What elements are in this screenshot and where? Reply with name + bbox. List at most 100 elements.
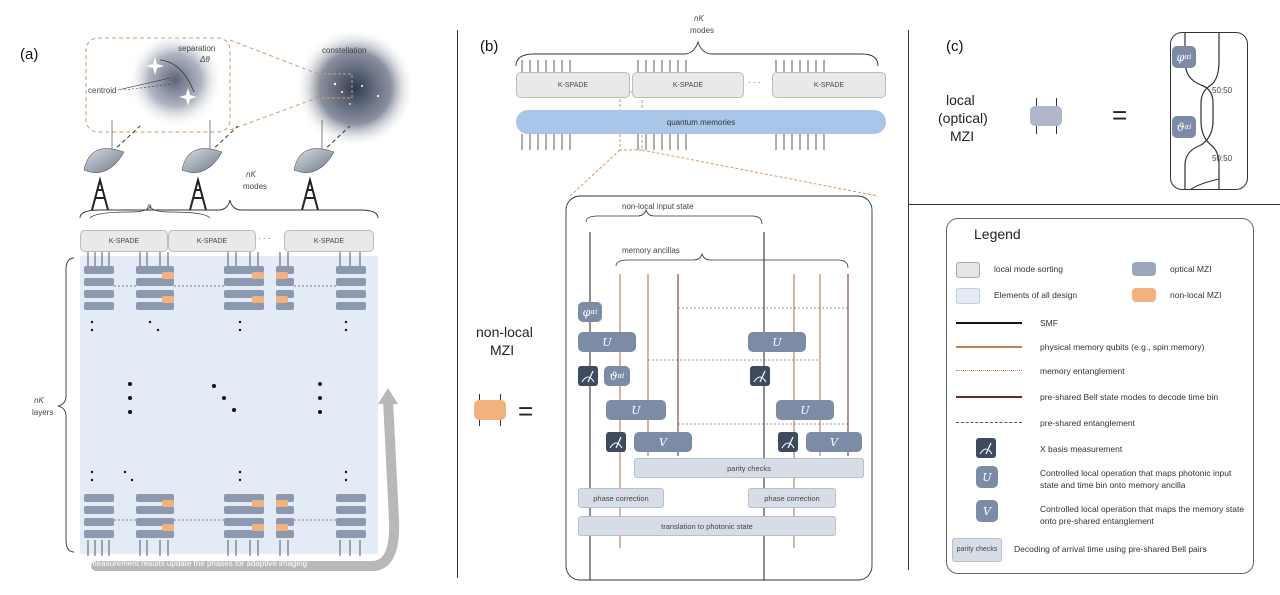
legend-line-physical-memory [956,346,1022,348]
legend-line-preshared-bell [956,396,1022,398]
local-label-1: local [946,92,975,108]
legend-line-smf [956,322,1022,324]
legend-u-desc-2: state and time bin onto memory ancilla [1040,480,1186,490]
c-equals: = [1112,100,1128,130]
legend-parity-desc: Decoding of arrival time using pre-share… [1014,544,1207,554]
legend-u-desc-1: Controlled local operation that maps pho… [1040,468,1232,478]
layers-label: layers [32,408,54,417]
b-modes-nk-label: nK [694,14,704,23]
legend-local-mode-text: local mode sorting [994,264,1063,274]
b-kspade-box: K-SPADE [516,72,630,98]
legend-swatch-elements [956,288,980,304]
phase-correction-bar: phase correction [748,488,836,508]
c-phi-symbol: φ [1176,50,1185,64]
divider-c-legend [908,204,1280,205]
kspade-box: K-SPADE [80,230,168,252]
u-operation: U [748,332,806,352]
splitter-label: 50:50 [1212,86,1233,95]
separation-label: separation [178,44,216,53]
theta-sub: αi [617,372,625,380]
panel-c-label: (c) [946,38,964,55]
input-state-label: non-local input state [622,202,694,211]
quantum-memories-bar: quantum memories [516,110,886,134]
phi-symbol: φ [582,305,591,319]
b-equals: = [518,396,534,426]
modes-label: modes [243,182,268,191]
legend-v-symbol: V [976,500,998,522]
phase-correction-bar: phase correction [578,488,664,508]
local-label-2: (optical) [938,110,988,126]
divider-b-c [908,30,909,570]
legend-line-preshared-entanglement [956,422,1022,423]
nonlocal-mzi-symbol [474,394,506,426]
legend-v-desc-1: Controlled local operation that maps the… [1040,504,1245,514]
legend-swatch-nonlocal-mzi [1132,288,1156,302]
parity-checks-bar: parity checks [634,458,864,478]
divider-a-b [457,30,458,578]
u-operation: U [578,332,636,352]
u-operation: U [776,400,834,420]
centroid-label: centroid [88,86,117,95]
nonlocal-mzi-label-1: non-local [476,324,533,340]
legend-x-basis-text: X basis measurement [1040,444,1123,454]
theta-symbol: ϑ [609,369,618,383]
legend-line-memory-entanglement [956,370,1022,371]
b-kspade-box: K-SPADE [632,72,744,98]
layers-nk-label: nK [34,396,44,405]
panel-b-label: (b) [480,38,499,55]
n-label: n [147,202,152,211]
quantum-memories-label: quantum memories [666,117,736,127]
kspade-box: K-SPADE [168,230,256,252]
legend-swatch-optical-mzi [1132,262,1156,276]
mzi-waveguides [1184,33,1220,190]
kspade-box: K-SPADE [284,230,374,252]
x-measurement-icon [606,432,626,452]
v-operation: V [634,432,692,452]
separation-symbol: Δθ [200,55,210,64]
modes-nk-label: nK [246,170,256,179]
phi-sub: αi [590,308,598,316]
local-label-3: MZI [950,128,975,144]
legend-title: Legend [974,226,1021,242]
legend-parity-box: parity checks [952,538,1002,562]
x-measurement-icon [778,432,798,452]
c-theta-symbol: ϑ [1176,120,1185,134]
b-modes-label: modes [690,26,715,35]
local-mzi-symbol [1030,98,1062,134]
c-phi-sub: αi [1184,53,1192,61]
legend-swatch-local-mode [956,262,980,278]
legend-nonlocal-mzi-text: non-local MZI [1170,290,1222,300]
b-kspade-ellipsis: · · · [748,78,761,87]
mzi-detail-frame [1170,32,1248,190]
legend-memory-entanglement-text: memory entanglement [1040,366,1125,376]
constellation-label: constellation [322,46,367,55]
translation-bar: translation to photonic state [578,516,836,536]
legend-elements-text: Elements of all design [994,290,1078,300]
c-theta-sub: αi [1184,123,1192,131]
legend-box [946,218,1254,574]
u-operation: U [606,400,666,420]
legend-u-symbol: U [976,466,998,488]
legend-smf-text: SMF [1040,318,1058,328]
legend-preshared-entanglement-text: pre-shared entanglement [1040,418,1135,428]
legend-physical-memory-text: physical memory qubits (e.g., spin memor… [1040,342,1205,352]
legend-x-measurement-icon [976,438,996,458]
panel-a-graphic [57,28,415,571]
feedback-text: measurement results update the phases fo… [90,559,308,568]
panel-a-label: (a) [20,46,39,63]
legend-preshared-bell-text: pre-shared Bell state modes to decode ti… [1040,392,1219,402]
b-kspade-box: K-SPADE [772,72,886,98]
x-measurement-icon [578,366,598,386]
nonlocal-mzi-label-2: MZI [490,342,515,358]
kspade-ellipsis: · · · [258,234,271,243]
v-operation: V [806,432,862,452]
x-measurement-icon [750,366,770,386]
legend-optical-mzi-text: optical MZI [1170,264,1212,274]
legend-v-desc-2: onto pre-shared entanglement [1040,516,1154,526]
ancillas-label: memory ancillas [622,246,680,255]
splitter-label: 50:50 [1212,154,1233,163]
